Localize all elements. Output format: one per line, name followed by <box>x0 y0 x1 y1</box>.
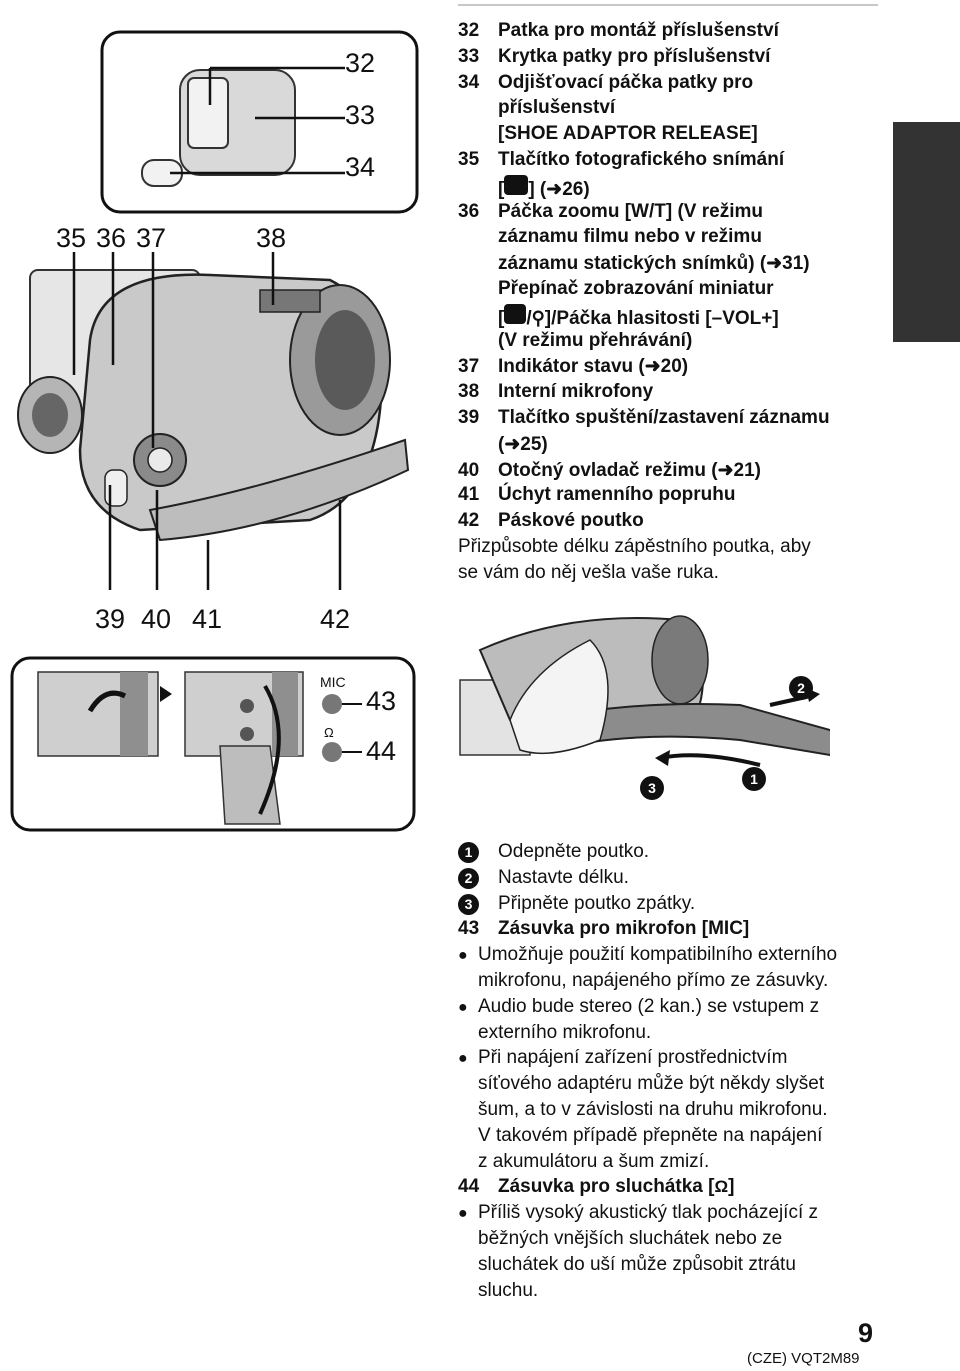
jacks-illustration <box>10 656 416 832</box>
item-43-bullet-2: ●Audio bude stereo (2 kan.) se vstupem z <box>458 995 820 1017</box>
item-36-cont2: záznamu statických snímků) (➜ 31) <box>498 253 810 275</box>
item-43-bullet-1-cont: mikrofonu, napájeného přímo ze zásuvky. <box>478 969 829 991</box>
callout-39: 39 <box>95 604 126 634</box>
section-tab <box>893 122 960 342</box>
item-44-bullet-1-cont2: sluchátek do uší může způsobit ztrátu <box>478 1253 796 1275</box>
callout-37: 37 <box>136 223 167 253</box>
item-36-cont5: (V režimu přehrávání) <box>498 329 693 351</box>
callout-32: 32 <box>345 48 376 78</box>
top-rule <box>458 4 878 6</box>
hand-strap-figure: 2 3 1 <box>450 610 839 825</box>
item-34-label: [SHOE ADAPTOR RELEASE] <box>498 123 758 145</box>
callout-44: 44 <box>366 736 397 766</box>
item-34-cont: příslušenství <box>498 97 616 119</box>
item-43-bullet-2-cont: externího mikrofonu. <box>478 1021 652 1043</box>
model-code: (CZE) VQT2M89 <box>747 1350 860 1367</box>
item-43-bullet-3: ●Při napájení zařízení prostřednictvím <box>458 1047 788 1069</box>
camera-icon <box>504 174 529 195</box>
item-42-desc1: Přizpůsobte délku zápěstního poutka, aby <box>458 535 811 557</box>
item-42-desc2: se vám do něj vešla vaše ruka. <box>458 561 719 583</box>
mic-label: MIC <box>320 674 346 690</box>
item-36-cont3: Přepínač zobrazování miniatur <box>498 277 774 299</box>
callout-38: 38 <box>256 223 287 253</box>
item-44-bullet-1: ●Příliš vysoký akustický tlak pocházejíc… <box>458 1202 818 1224</box>
magnifier-icon: ⚲ <box>531 307 545 328</box>
thumbnail-grid-icon <box>504 303 527 324</box>
item-43-bullet-3-cont2: šum, a to v závislosti na druhu mikrofon… <box>478 1098 828 1120</box>
step-3-marker: 3 <box>640 776 664 800</box>
jacks-figure: MIC Ω 43 44 <box>10 656 416 832</box>
headphone-icon: Ω <box>714 1177 729 1197</box>
item-39-ref: (➜ 25) <box>498 433 548 455</box>
item-43-bullet-3-cont3: V takovém případě přepněte na napájení <box>478 1124 823 1146</box>
camcorder-illustration <box>17 30 419 600</box>
callout-41: 41 <box>192 604 223 634</box>
step-2-marker: 2 <box>789 676 813 700</box>
callout-36: 36 <box>96 223 127 253</box>
callout-35: 35 <box>56 223 87 253</box>
callout-34: 34 <box>345 152 376 182</box>
item-43-bullet-3-cont4: z akumulátoru a šum zmizí. <box>478 1150 710 1172</box>
callout-40: 40 <box>141 604 172 634</box>
item-36-cont1: záznamu filmu nebo v režimu <box>498 226 762 248</box>
callout-43: 43 <box>366 686 397 716</box>
callout-33: 33 <box>345 100 376 130</box>
item-44-bullet-1-cont1: běžných vnějších sluchátek nebo ze <box>478 1227 783 1249</box>
item-43-bullet-1: ●Umožňuje použití kompatibilního externí… <box>458 944 838 966</box>
item-43-bullet-3-cont1: síťového adaptéru může být někdy slyšet <box>478 1073 825 1095</box>
item-35-ref: [ ] (➜ 26) <box>458 174 888 201</box>
item-44-bullet-1-cont3: sluchu. <box>478 1279 539 1301</box>
step-1-marker: 1 <box>742 767 766 791</box>
camcorder-figure: 32 33 34 35 36 37 38 39 40 41 42 <box>10 30 420 634</box>
page-number: 9 <box>858 1318 874 1348</box>
headphone-icon: Ω <box>324 725 334 740</box>
callout-42: 42 <box>320 604 351 634</box>
item-36-cont4: [ / ⚲ ]/Páčka hlasitosti [–VOL+] <box>458 303 888 330</box>
hand-strap-illustration <box>459 615 839 767</box>
